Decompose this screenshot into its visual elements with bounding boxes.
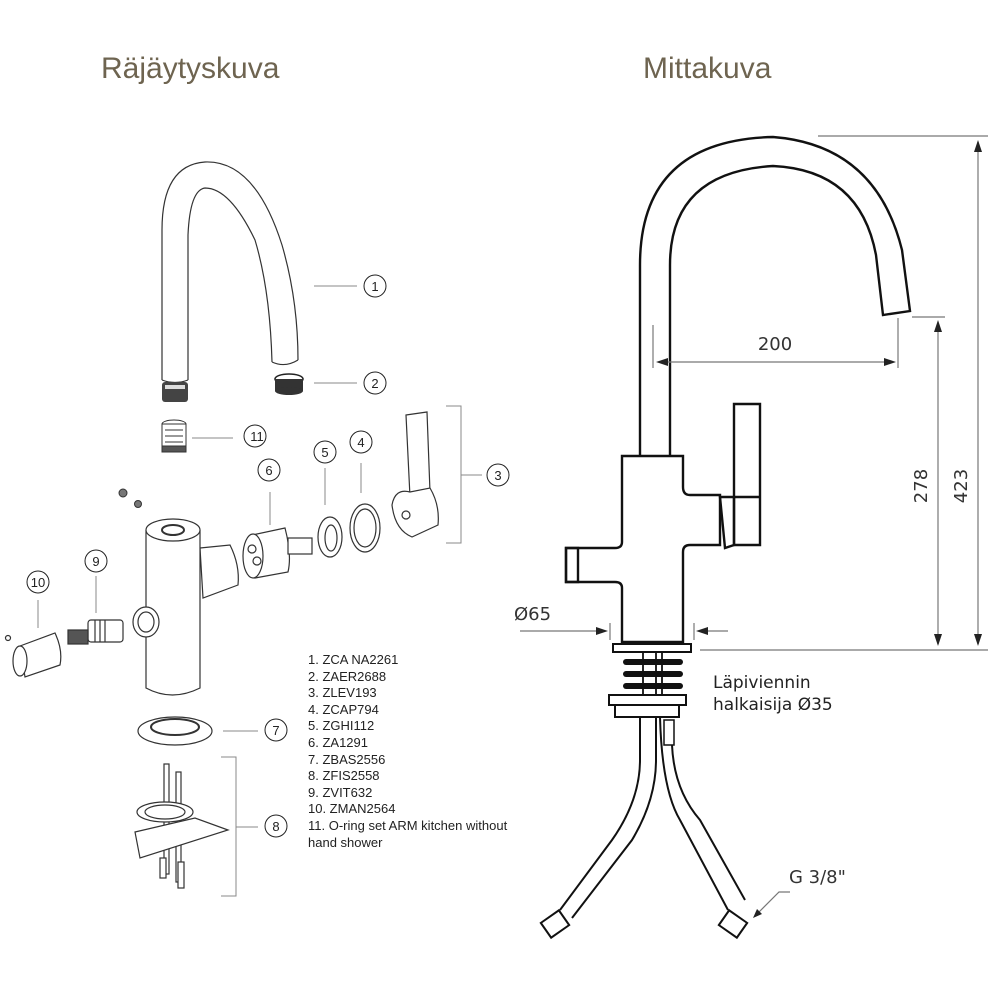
svg-text:11: 11 (250, 429, 264, 444)
part-oring-set (161, 419, 187, 453)
part-screws (118, 488, 142, 508)
callout-11: 11 (243, 424, 267, 448)
hole-label-line1: Läpiviennin (713, 673, 811, 693)
exploded-view-title: Räjäytyskuva (101, 52, 280, 85)
parts-list: 1. ZCA NA2261 2. ZAER2688 3. ZLEV193 4. … (308, 652, 538, 851)
parts-list-item: 10. ZMAN2564 (308, 801, 396, 817)
hose-nut-left (539, 908, 571, 940)
parts-list-item: 9. ZVIT632 (308, 784, 373, 800)
svg-text:3: 3 (494, 468, 501, 483)
faucet-outline (564, 135, 912, 718)
dimension-lines (520, 135, 988, 915)
dimension-arrows (596, 140, 982, 918)
part-cartridge (242, 527, 313, 579)
callout-3: 3 (486, 463, 510, 487)
svg-text:1: 1 (371, 279, 378, 294)
parts-list-item: 2. ZAER2688 (308, 668, 387, 684)
parts-list-item: 1. ZCA NA2261 (308, 652, 399, 667)
parts-list-item: 5. ZGHI112 (308, 718, 375, 734)
spout-height-dimension: 278 (911, 469, 932, 503)
callout-10: 10 (26, 570, 50, 594)
part-spout (161, 161, 299, 384)
parts-list-item: 7. ZBAS2556 (308, 751, 386, 767)
parts-list-item: 6. ZA1291 (308, 734, 368, 750)
callout-8: 8 (264, 814, 288, 838)
part-cap-4 (349, 503, 381, 553)
callout-5: 5 (313, 440, 337, 464)
svg-text:10: 10 (31, 575, 45, 590)
part-lever (391, 411, 439, 538)
part-spout-base-thread (162, 382, 188, 402)
svg-text:6: 6 (265, 463, 272, 478)
callout-4: 4 (349, 430, 373, 454)
svg-text:9: 9 (92, 554, 99, 569)
callout-7: 7 (264, 718, 288, 742)
parts-list-item: 4. ZCAP794 (308, 701, 379, 717)
callout-6: 6 (257, 458, 281, 482)
svg-text:8: 8 (272, 819, 279, 834)
total-height-dimension: 423 (951, 469, 972, 503)
base-diameter-dimension: Ø65 (514, 604, 551, 625)
hole-diameter-note: Läpiviennin halkaisija Ø35 (713, 672, 833, 716)
callout-2: 2 (363, 371, 387, 395)
leader-lines (37, 285, 482, 897)
parts-list-item: 8. ZFIS2558 (308, 768, 380, 784)
part-base-ring-7 (137, 716, 213, 746)
svg-text:5: 5 (321, 445, 328, 460)
part-fixing-set-8 (134, 763, 230, 889)
parts-list-item: 11. O-ring set ARM kitchen without hand … (308, 817, 508, 850)
hole-label-line2: halkaisija Ø35 (713, 695, 833, 715)
callout-9: 9 (84, 549, 108, 573)
callout-1: 1 (363, 274, 387, 298)
supply-hoses (539, 716, 749, 940)
part-aerator (274, 373, 304, 395)
svg-text:4: 4 (357, 435, 364, 450)
dimension-drawing-title: Mittakuva (643, 52, 772, 85)
connection-thread-label: G 3/8" (789, 867, 846, 888)
svg-text:2: 2 (371, 376, 378, 391)
svg-text:7: 7 (272, 723, 279, 738)
parts-list-item: 3. ZLEV193 (308, 685, 377, 701)
part-valve-9 (67, 619, 124, 645)
hose-nut-right (717, 908, 749, 940)
reach-dimension: 200 (758, 334, 792, 355)
part-handle-10 (4, 632, 62, 678)
part-ring-5 (317, 516, 343, 558)
part-tap-body (132, 518, 239, 696)
